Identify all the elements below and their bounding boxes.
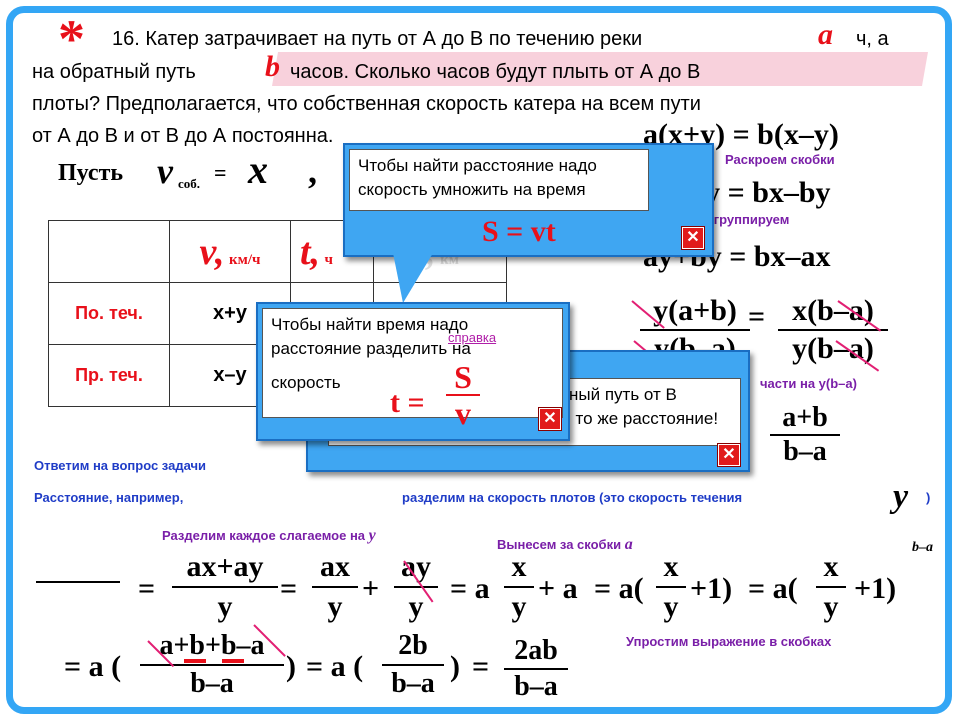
tooltip-2: Чтобы найти время надо расстояние раздел… (256, 302, 570, 441)
header-v: v, км/ч (169, 220, 291, 283)
tooltip-2-text-1: Чтобы найти время надо (271, 315, 469, 334)
task-number: 16. (112, 28, 140, 50)
task-line-4: от А до В и от В до А постоянна. (32, 125, 334, 147)
row2-eq: = a ( (64, 650, 122, 683)
let-eq: = (214, 160, 227, 185)
tooltip-3-close-icon[interactable]: ✕ (718, 444, 740, 466)
row2-eq3: = (472, 650, 490, 683)
note-divide-close: ) (926, 490, 931, 505)
row1-eq3: = a (450, 572, 490, 605)
task-line-2: на обратный путь (32, 61, 932, 84)
tooltip-1: Чтобы найти расстояние надо скорость умн… (343, 143, 714, 257)
task-text-2a: на обратный путь (32, 61, 196, 83)
tooltip-1-box: Чтобы найти расстояние надо скорость умн… (349, 149, 649, 211)
tooltip-2-t: t = (390, 386, 425, 419)
note-simplify: Упростим выражение в скобках (626, 634, 832, 649)
tooltip-2-text-2: расстояние разделить на (271, 339, 471, 358)
let-word: Пусть (58, 160, 124, 186)
row1-eq2: = (280, 572, 298, 605)
task-line-1: 16. Катер затрачивает на путь от А до В … (32, 28, 932, 51)
task-text-2b: часов. Сколько часов будут плыть от А до… (290, 61, 701, 83)
row1-frac-5: x y (656, 548, 686, 626)
tooltip-3-text-1: ный путь от В (569, 385, 677, 404)
eq4-eq: = (748, 300, 766, 333)
tooltip-1-text-2: скорость умножить на время (358, 180, 586, 199)
let-v: v (157, 151, 173, 191)
tooltip-2-box: Чтобы найти время надо расстояние раздел… (262, 308, 563, 418)
row2-close2: ) (450, 650, 460, 683)
task-text-1a: Катер затрачивает на путь от А до В по т… (145, 28, 643, 50)
task-line-3: плоты? Предполагается, что собственная с… (32, 93, 701, 115)
var-a: a (818, 18, 833, 51)
note-divide-speed: разделим на скорость плотов (это скорост… (402, 490, 743, 505)
tooltip-1-close-icon[interactable]: ✕ (682, 227, 704, 249)
row1-tail5: +1) (690, 572, 733, 605)
let-comma: , (308, 151, 317, 191)
let-x: x (248, 147, 268, 192)
help-link[interactable]: справка (448, 330, 497, 345)
row2-frac-2: 2b b–a (382, 628, 444, 702)
row1-eq4: = a( (594, 572, 644, 605)
var-b: b (265, 50, 280, 83)
row2-eq2: = a ( (306, 650, 364, 683)
eq5-frac: a+b b–a (770, 402, 840, 468)
slide-frame (6, 6, 952, 714)
star-marker: * (58, 9, 85, 69)
tooltip-2-close-icon[interactable]: ✕ (539, 408, 561, 430)
note-split: Разделим каждое слагаемое на y (162, 527, 376, 544)
tooltip-1-pointer (393, 253, 433, 303)
note-expand: Раскроем скобки (725, 152, 835, 167)
row1-eq5: = a( (748, 572, 798, 605)
row1-plus-a: + a (538, 572, 578, 605)
table-corner (48, 220, 170, 283)
row1-tail6: +1) (854, 572, 897, 605)
row1-frac-1: ax+ay y (172, 548, 278, 626)
note-divide: части на y(b–a) (760, 376, 857, 391)
underline-b1 (184, 659, 206, 663)
row1-frac-3: ay y (394, 548, 438, 626)
underline-b2 (222, 659, 244, 663)
row1-label: По. теч. (48, 282, 170, 345)
tooltip-1-text-1: Чтобы найти расстояние надо (358, 156, 597, 175)
tooltip-2-frac: S v (446, 360, 480, 430)
note-factor: Вынесем за скобки a (497, 536, 633, 553)
note-answer: Ответим на вопрос задачи (34, 458, 207, 473)
row2-frac-1: a+b+b–a b–a (140, 628, 284, 702)
row1-frac-4: x y (504, 548, 534, 626)
row2-frac-3: 2ab b–a (504, 634, 568, 704)
let-sub: соб. (178, 176, 201, 191)
row1-frac-6: x y (816, 548, 846, 626)
tooltip-1-formula: S = vt (482, 215, 556, 248)
blank-line (36, 581, 120, 583)
row1-plus: + (362, 572, 380, 605)
note-distance: Расстояние, например, (34, 490, 184, 505)
task-text-1b: ч, а (856, 28, 889, 50)
row1-eq: = (138, 572, 156, 605)
row1-frac-2: ax y (312, 548, 358, 626)
eq4-right-frac: x(b–a) y(b–a) (778, 293, 888, 367)
row2-close1: ) (286, 650, 296, 683)
note-y: y (893, 478, 909, 515)
row2-label: Пр. теч. (48, 344, 170, 407)
note-ba-small: b–a (912, 540, 933, 555)
tooltip-2-text-3: скорость (271, 373, 341, 392)
